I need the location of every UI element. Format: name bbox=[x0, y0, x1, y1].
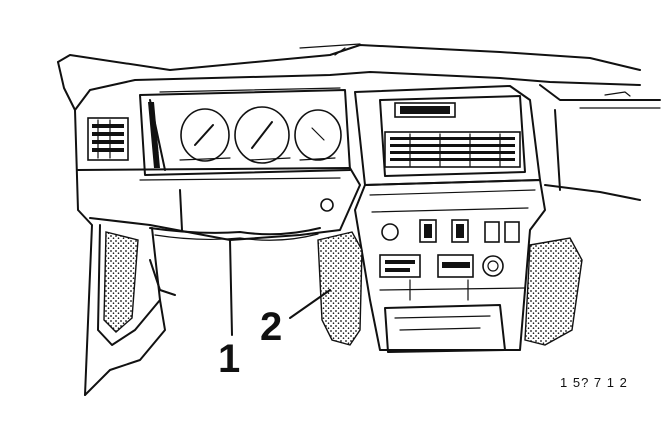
centre-console-upper bbox=[354, 85, 541, 186]
aux-gauge bbox=[294, 109, 342, 161]
right-footwell-panel bbox=[524, 109, 641, 346]
instrument-cluster: 5 bbox=[139, 87, 351, 176]
windshield-outline bbox=[57, 43, 641, 111]
svg-text:5: 5 bbox=[153, 146, 159, 158]
figure-reference-code: 1 5? 7 1 2 bbox=[560, 375, 628, 390]
storage-tray bbox=[384, 304, 506, 353]
tachometer-gauge bbox=[234, 106, 290, 164]
dashboard-top bbox=[74, 71, 661, 111]
left-knee-panel bbox=[317, 231, 363, 346]
speedometer-gauge bbox=[180, 108, 230, 162]
lower-dash-trim bbox=[77, 167, 361, 241]
callout-1-label: 1 bbox=[218, 337, 240, 381]
switch-row bbox=[381, 219, 520, 243]
left-air-vent bbox=[87, 117, 129, 161]
callout-2-label: 2 bbox=[260, 305, 282, 349]
callout-2-leader bbox=[289, 289, 331, 319]
heater-controls bbox=[379, 254, 504, 278]
left-door-panel bbox=[74, 109, 176, 396]
centre-console-lower bbox=[354, 179, 546, 353]
callout-leaders bbox=[229, 239, 331, 336]
callout-1-leader bbox=[229, 239, 233, 336]
